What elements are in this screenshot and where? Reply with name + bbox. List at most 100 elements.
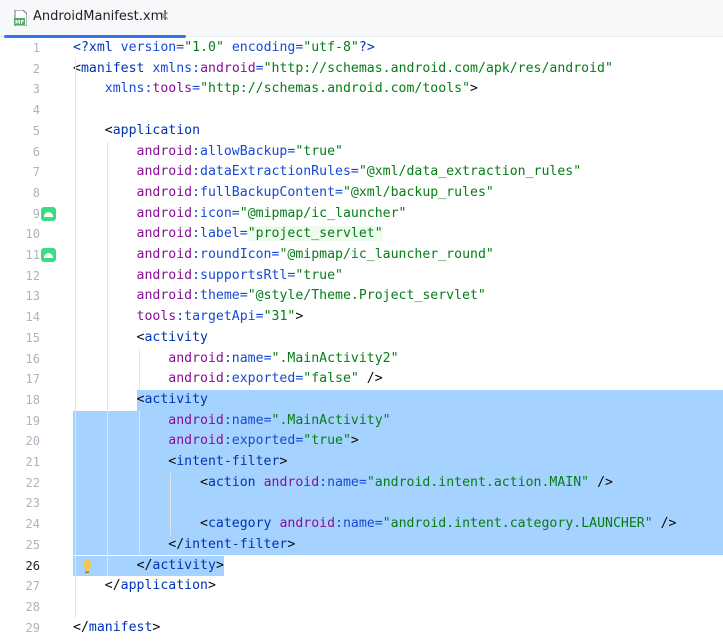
active-tab-indicator xyxy=(4,35,186,38)
code-token: /> xyxy=(652,516,677,532)
code-editor[interactable]: 1<?xml version="1.0" encoding="utf-8"?>2… xyxy=(0,38,723,642)
selection-highlight xyxy=(73,534,723,556)
code-token: activity xyxy=(152,557,216,573)
code-token: <? xyxy=(73,40,89,55)
line-number: 18 xyxy=(25,392,40,407)
code-text: android:label="project_servlet" xyxy=(73,226,383,242)
code-token: :exported xyxy=(223,433,296,449)
line-number: 21 xyxy=(25,455,40,469)
code-token: < xyxy=(73,454,177,469)
code-token: "android.intent.action.MAIN" xyxy=(366,474,590,490)
tab-title: AndroidManifest.xml xyxy=(33,9,167,24)
code-line[interactable]: 8 android:fullBackupContent="@xml/backup… xyxy=(0,183,723,204)
code-text: <activity xyxy=(73,330,208,345)
code-text: android:name=".MainActivity2" xyxy=(73,350,399,366)
code-token: android xyxy=(271,516,336,532)
code-line[interactable]: 27 </application> xyxy=(0,576,723,597)
code-text: android:dataExtractionRules="@xml/data_e… xyxy=(73,164,582,180)
code-token: android xyxy=(73,371,224,387)
code-token: category xyxy=(207,516,272,532)
code-line[interactable]: 26 </activity> xyxy=(0,555,723,577)
line-number: 12 xyxy=(25,268,40,283)
tab-android-manifest[interactable]: MF AndroidManifest.xml × xyxy=(0,0,190,38)
code-line[interactable]: 4 xyxy=(0,100,723,121)
selection-highlight xyxy=(73,555,225,577)
code-text: </activity> xyxy=(73,558,224,573)
code-token: = xyxy=(192,81,201,97)
code-line[interactable]: 13 android:theme="@style/Theme.Project_s… xyxy=(0,286,723,307)
code-token: ".MainActivity2" xyxy=(271,350,399,366)
code-token: application xyxy=(120,578,208,594)
intention-bulb-icon[interactable] xyxy=(82,559,92,574)
code-text: tools:targetApi="31"> xyxy=(73,309,304,324)
code-token: :dataExtractionRules xyxy=(192,164,351,180)
code-token: android xyxy=(73,226,193,242)
code-line[interactable]: 28 xyxy=(0,597,723,618)
code-text: <?xml version="1.0" encoding="utf-8"?> xyxy=(73,40,375,55)
code-token: android xyxy=(200,60,256,76)
code-line[interactable]: 21 <intent-filter> xyxy=(0,452,723,473)
line-number-gutter xyxy=(0,38,64,642)
code-token: activity xyxy=(144,329,208,345)
code-line[interactable]: 3 xmlns:tools="http://schemas.android.co… xyxy=(0,79,723,100)
code-text: android:exported="true"> xyxy=(73,433,359,448)
code-line[interactable]: 16 android:name=".MainActivity2" xyxy=(0,349,723,370)
code-line[interactable]: 29 </manifest> xyxy=(0,618,723,639)
code-line[interactable]: 9 android:icon="@mipmap/ic_launcher" xyxy=(0,204,723,225)
code-text: <intent-filter> xyxy=(73,454,287,469)
code-line[interactable]: 25 </intent-filter> xyxy=(0,534,723,556)
code-text: <action android:name="android.intent.act… xyxy=(73,475,613,490)
close-tab-icon[interactable]: × xyxy=(159,9,170,24)
code-text: android:name=".MainActivity" xyxy=(73,412,390,428)
code-token: "@mipmap/ic_launcher_round" xyxy=(279,247,494,262)
android-resource-icon[interactable] xyxy=(41,206,56,221)
code-line[interactable]: 22 <action android:name="android.intent.… xyxy=(0,472,723,494)
line-number: 16 xyxy=(25,351,40,366)
code-token: "http://schemas.android.com/apk/res/andr… xyxy=(263,60,613,76)
code-line[interactable]: 20 android:exported="true"> xyxy=(0,431,723,452)
indent-guide xyxy=(138,348,140,390)
code-line[interactable]: 23 xyxy=(0,493,723,515)
code-line[interactable]: 18 <activity xyxy=(0,389,723,411)
android-resource-icon[interactable] xyxy=(41,248,56,262)
code-token: > xyxy=(152,619,161,635)
line-number: 11 xyxy=(25,248,40,262)
code-token: = xyxy=(271,247,280,262)
code-line[interactable]: 19 android:name=".MainActivity" xyxy=(0,410,723,432)
code-line[interactable]: 6 android:allowBackup="true" xyxy=(0,142,723,163)
code-token: :name xyxy=(223,412,264,428)
selection-highlight xyxy=(73,431,723,452)
code-line[interactable]: 2<manifest xmlns:android="http://schemas… xyxy=(0,59,723,80)
line-number: 5 xyxy=(32,123,40,138)
line-number: 29 xyxy=(25,620,40,635)
code-token: "@mipmap/ic_launcher" xyxy=(239,205,407,221)
code-token: android xyxy=(73,164,193,180)
code-text: </manifest> xyxy=(73,620,160,635)
code-token: > xyxy=(287,536,296,552)
code-line[interactable]: 12 android:supportsRtl="true" xyxy=(0,266,723,287)
code-token: > xyxy=(470,81,478,97)
code-token: = xyxy=(239,288,248,304)
code-token: </ xyxy=(73,536,185,552)
code-token: activity xyxy=(144,391,208,407)
code-line[interactable]: 14 tools:targetApi="31"> xyxy=(0,307,723,328)
code-token: > xyxy=(207,578,216,594)
code-line[interactable]: 17 android:exported="false" /> xyxy=(0,369,723,390)
selection-highlight xyxy=(73,410,723,432)
code-text: android:exported="false" /> xyxy=(73,371,382,387)
code-token: android xyxy=(255,474,320,490)
indent-guide xyxy=(170,472,172,535)
code-line[interactable]: 24 <category android:name="android.inten… xyxy=(0,514,723,535)
code-text: </application> xyxy=(73,578,216,593)
code-line[interactable]: 1<?xml version="1.0" encoding="utf-8"?> xyxy=(0,38,723,59)
code-line[interactable]: 7 android:dataExtractionRules="@xml/data… xyxy=(0,162,723,183)
code-line[interactable]: 15 <activity xyxy=(0,328,723,349)
line-number: 13 xyxy=(25,289,40,304)
selection-highlight xyxy=(73,514,723,535)
code-token: :name xyxy=(319,474,359,490)
code-token: :exported xyxy=(223,371,296,387)
code-token: = xyxy=(335,184,343,200)
code-line[interactable]: 10 android:label="project_servlet" xyxy=(0,224,723,245)
code-line[interactable]: 5 <application xyxy=(0,121,723,142)
code-line[interactable]: 11 android:roundIcon="@mipmap/ic_launche… xyxy=(0,245,723,266)
